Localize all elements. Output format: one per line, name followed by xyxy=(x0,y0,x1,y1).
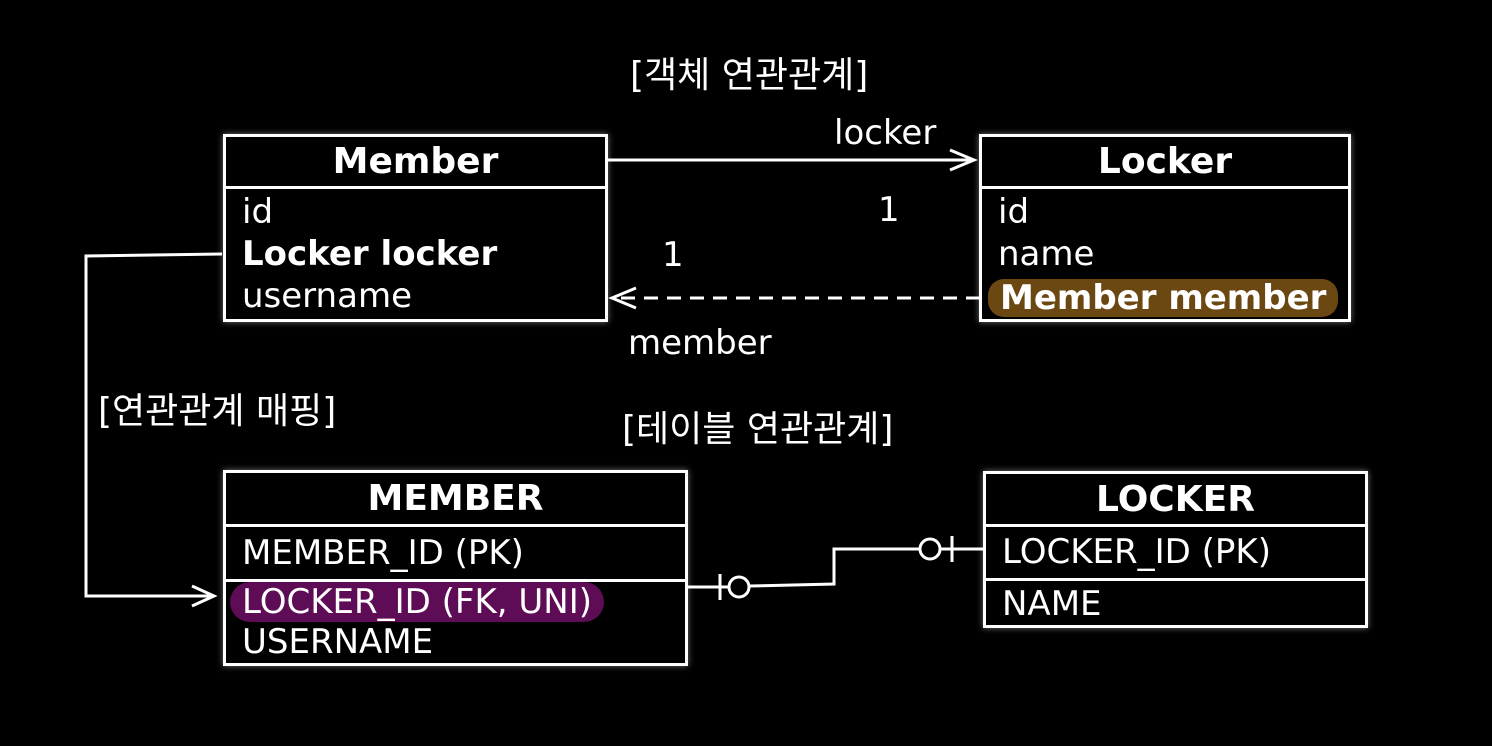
locker-column-locker-id: LOCKER_ID (PK) xyxy=(1002,532,1271,572)
member-column-member-id: MEMBER_ID (PK) xyxy=(242,533,524,573)
locker-entity-title: Locker xyxy=(982,137,1348,189)
table-relation-line xyxy=(749,547,919,588)
member-entity-title: Member xyxy=(226,137,605,189)
locker-field-name: name xyxy=(998,234,1095,274)
member-column-locker-id: LOCKER_ID (FK, UNI) xyxy=(230,582,604,622)
locker-table-box: LOCKER LOCKER_ID (PK) NAME xyxy=(983,471,1368,628)
mapping-arrowhead xyxy=(191,584,218,608)
object-relation-title: [객체 연관관계] xyxy=(630,55,869,96)
locker-field-member: Member member xyxy=(988,279,1339,317)
member-column-locker-id-row: LOCKER_ID (FK, UNI) xyxy=(226,579,685,622)
member-field-id: id xyxy=(242,192,274,232)
table-relation-title: [테이블 연관관계] xyxy=(622,409,894,450)
member-multiplicity: 1 xyxy=(662,235,684,275)
locker-to-member-arrowhead xyxy=(608,286,637,310)
member-field-locker: Locker locker xyxy=(242,234,498,274)
member-field-username: username xyxy=(242,276,412,316)
member-edge-label: member xyxy=(628,323,772,363)
member-column-username: USERNAME xyxy=(242,622,434,662)
locker-field-id: id xyxy=(998,192,1030,232)
member-table-title: MEMBER xyxy=(226,473,685,527)
member-table-box: MEMBER MEMBER_ID (PK) LOCKER_ID (FK, UNI… xyxy=(223,470,688,666)
member-to-locker-arrowhead xyxy=(949,148,978,172)
locker-field-member-row: Member member xyxy=(982,277,1348,319)
locker-multiplicity: 1 xyxy=(878,190,900,230)
locker-column-name: NAME xyxy=(986,578,1365,625)
locker-edge-label: locker xyxy=(834,113,937,153)
member-entity-box: Member id Locker locker username xyxy=(223,134,608,322)
table-relation-left-circle xyxy=(727,575,751,599)
relation-mapping-title: [연관관계 매핑] xyxy=(98,391,337,432)
table-relation-right-circle xyxy=(918,537,942,561)
locker-entity-box: Locker id name Member member xyxy=(979,134,1351,322)
mapping-line xyxy=(84,252,223,598)
locker-table-title: LOCKER xyxy=(986,474,1365,527)
